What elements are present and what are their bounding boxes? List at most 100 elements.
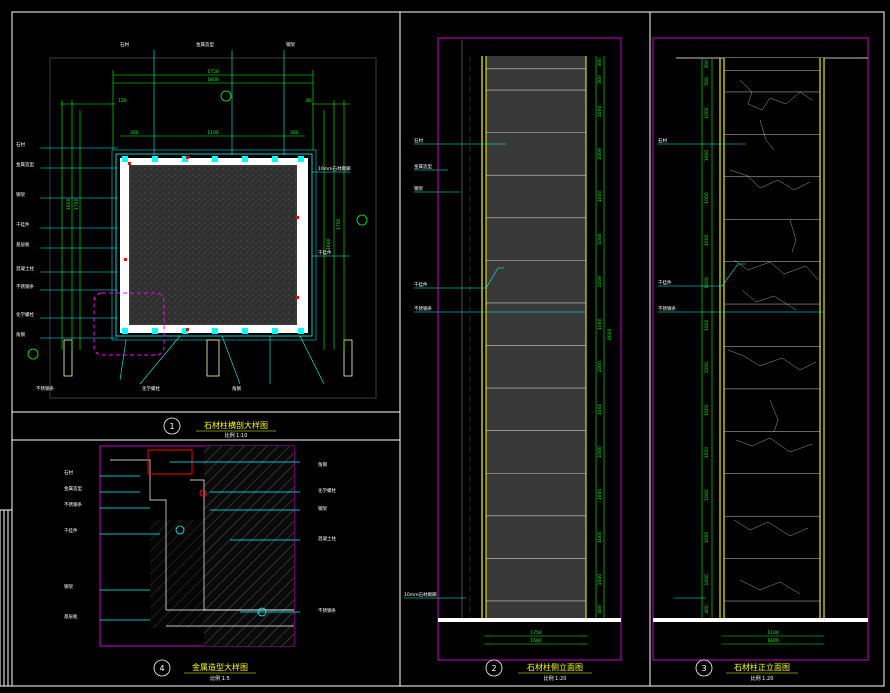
- plan-label-bottom-1: 不锈钢条: [36, 385, 54, 392]
- view-2-scale: 比例 1:20: [544, 675, 567, 682]
- side-label-base: 10mm石材踢脚: [404, 591, 437, 598]
- plan-label-top-3: 钢架: [286, 41, 295, 48]
- front-dim-label-3: 1000: [704, 150, 710, 162]
- side-dim-label-1: 500: [597, 75, 603, 84]
- view-3-number-bubble: [695, 659, 713, 677]
- front-dim-label-6: 1000: [704, 277, 710, 289]
- side-dim-label-2: 1000: [597, 105, 603, 117]
- side-dim-label-9: 1000: [597, 404, 603, 416]
- side-dim-label-6: 1000: [597, 276, 603, 288]
- sheet-frame: [0, 11, 885, 687]
- plan-label-metal: 金属造型: [16, 161, 34, 168]
- plan-dim-side-3: 1750: [336, 218, 342, 230]
- view-1-plan-section: 1750 1600 1100 120 300 300 80 1750 1600 …: [16, 41, 377, 439]
- view-3-number: 3: [701, 664, 706, 673]
- plan-label-right-2: 干挂件: [318, 249, 332, 256]
- view-1-number: 1: [169, 422, 174, 431]
- detail-label-2: 金属造型: [64, 485, 82, 492]
- front-elevation-dim-labels: 300 500 1000 1000 1000 1000 1000 1000 1000 1000 10…: [704, 60, 710, 614]
- side-dim-label-3: 1000: [597, 148, 603, 160]
- front-dim-label-14: 400: [704, 605, 710, 614]
- front-dim-bottom-2: 1600: [767, 638, 779, 644]
- detail-label-8: 化学螺栓: [318, 487, 336, 494]
- view-3-title: 石材柱正立面图: [734, 662, 790, 672]
- side-dim-label-7: 1000: [597, 318, 603, 330]
- side-dim-label-11: 1000: [597, 489, 603, 501]
- front-dim-label-13: 1000: [704, 574, 710, 586]
- plan-dim-inner: 1600: [207, 77, 219, 83]
- view-2-number: 2: [491, 664, 496, 673]
- plan-label-top-2: 金属造型: [196, 41, 214, 48]
- detail-label-4: 干挂件: [64, 527, 78, 534]
- plan-dim-small-3: 300: [290, 130, 299, 136]
- detail-label-7: 角钢: [318, 461, 327, 468]
- plan-label-stone: 石材: [16, 141, 25, 148]
- view-2-title: 石材柱侧立面图: [527, 662, 583, 672]
- side-label-4: 干挂件: [414, 281, 428, 288]
- plan-label-bottom-2: 化学螺栓: [142, 385, 160, 392]
- plan-label-trim: 不锈钢条: [16, 283, 34, 290]
- plan-label-steel: 钢架: [16, 191, 25, 198]
- front-dim-label-11: 1000: [704, 489, 710, 501]
- detail-label-11: 不锈钢条: [318, 607, 336, 614]
- view-2-side-elevation: 300 500 1000 1000 1000 1000 1000 1000 1000 1000 10…: [404, 37, 622, 682]
- front-label-2: 干挂件: [658, 279, 672, 286]
- view-3-scale: 比例 1:20: [751, 675, 774, 682]
- plan-label-backing: 基层板: [16, 241, 30, 248]
- side-dim-label-12: 1000: [597, 531, 603, 543]
- side-label-2: 金属造型: [414, 163, 432, 170]
- view-1-number-bubble: [163, 417, 181, 435]
- view-1-scale: 比例 1:10: [225, 432, 248, 439]
- view-3-front-elevation: 300 500 1000 1000 1000 1000 1000 1000 1000 1000 10…: [652, 37, 869, 682]
- front-dim-label-5: 1000: [704, 235, 710, 247]
- detail-label-9: 钢架: [318, 505, 327, 512]
- plan-dim-side-1: 1750: [74, 198, 80, 210]
- plan-label-bracket: 干挂件: [16, 221, 30, 228]
- side-dim-label-8: 1000: [597, 361, 603, 373]
- view-4-scale: 比例 1:5: [210, 675, 230, 682]
- plan-label-top-1: 石材: [120, 41, 129, 48]
- side-dim-label-5: 1000: [597, 233, 603, 245]
- front-dim-label-9: 1000: [704, 404, 710, 416]
- side-elevation-joints: [486, 68, 586, 602]
- front-dim-label-12: 1000: [704, 532, 710, 544]
- side-dim-label-4: 1000: [597, 191, 603, 203]
- detail-label-6: 基层板: [64, 613, 78, 620]
- view-4-number: 4: [159, 664, 164, 673]
- plan-label-core: 混凝土柱: [16, 265, 34, 272]
- side-dim-label-10: 1000: [597, 446, 603, 458]
- plan-label-anchor: 化学螺栓: [16, 311, 34, 318]
- view-1-title: 石材柱横剖大样图: [204, 420, 268, 430]
- plan-dim-side-2: 1600: [66, 198, 72, 210]
- detail-label-3: 不锈钢条: [64, 501, 82, 508]
- detail-label-10: 混凝土柱: [318, 535, 336, 542]
- view-4-metal-detail: 石材 金属造型 不锈钢条 干挂件 钢架 基层板 角钢 化学螺栓 钢架 混凝土柱 …: [64, 445, 336, 682]
- front-elevation-joints: [724, 70, 820, 602]
- side-dim-bottom-2: 1600: [530, 638, 542, 644]
- front-dim-label-0: 300: [704, 60, 710, 69]
- side-label-3: 钢架: [414, 185, 423, 192]
- front-dim-label-7: 1000: [704, 319, 710, 331]
- front-dim-label-2: 1000: [704, 107, 710, 119]
- side-dim-label-14: 400: [597, 605, 603, 614]
- plan-label-bottom-3: 角钢: [232, 385, 241, 392]
- plan-dim-small-1: 120: [118, 98, 127, 104]
- plan-dim-side-4: 1600: [326, 238, 332, 250]
- side-dim-label-13: 1000: [597, 574, 603, 586]
- detail-label-5: 钢架: [64, 583, 73, 590]
- side-label-1: 石材: [414, 137, 423, 144]
- plan-dim-core: 1100: [207, 130, 219, 136]
- plan-label-angle: 角钢: [16, 331, 25, 338]
- plan-dim-small-4: 80: [306, 98, 312, 104]
- view-4-number-bubble: [153, 659, 171, 677]
- detail-label-1: 石材: [64, 469, 73, 476]
- side-dim-label-0: 300: [597, 58, 603, 67]
- front-dim-label-1: 500: [704, 77, 710, 86]
- view-4-title: 金属造型大样图: [192, 662, 248, 672]
- side-dim-bottom-1: 1750: [530, 630, 542, 636]
- front-label-3: 不锈钢条: [658, 305, 676, 312]
- front-dim-label-10: 1000: [704, 447, 710, 459]
- front-dim-label-4: 1000: [704, 192, 710, 204]
- plan-label-right-1: 10mm石材踢脚: [318, 165, 351, 172]
